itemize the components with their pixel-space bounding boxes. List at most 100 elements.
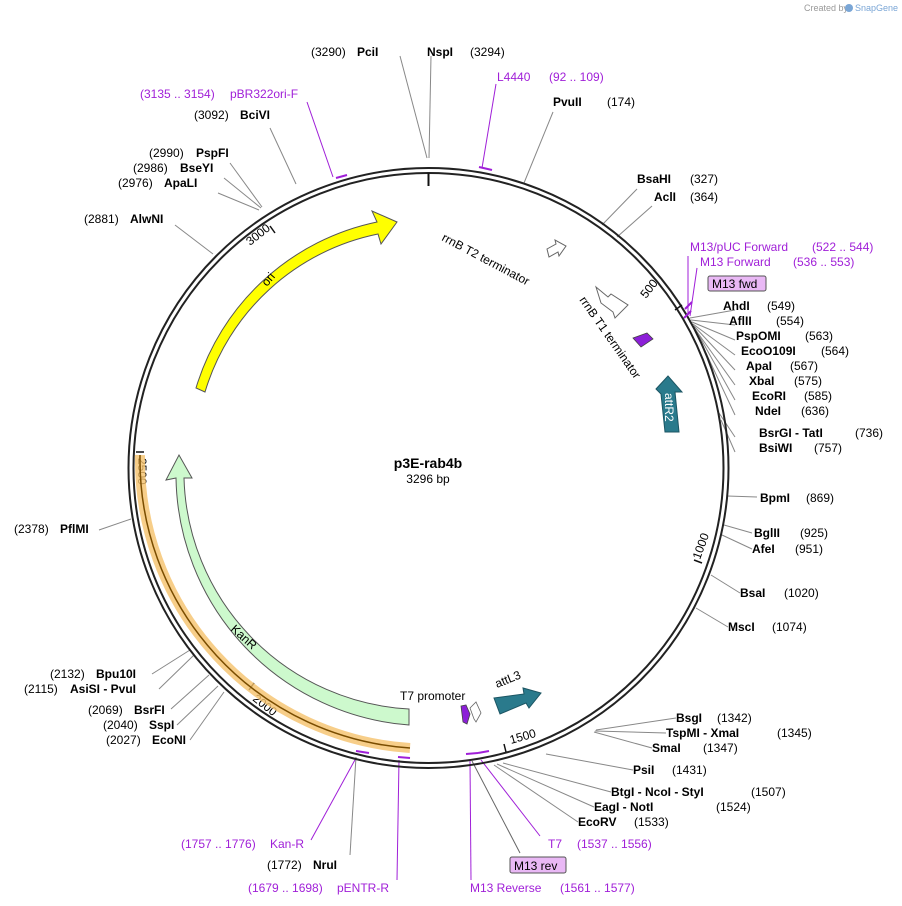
- site-pos: (3294): [470, 45, 505, 59]
- credit-brand: SnapGene: [855, 3, 898, 13]
- site-pos: (1772): [267, 858, 302, 872]
- primer-name: pENTR-R: [337, 881, 389, 895]
- plasmid-name: p3E-rab4b: [394, 455, 462, 471]
- site-name: AfeI: [752, 542, 775, 556]
- site-name: PsiI: [633, 763, 654, 777]
- restriction-sites-left: (3290) PciI NspI (3294) (3092) BciVI (29…: [14, 45, 505, 872]
- site-name: BseYI: [180, 161, 213, 175]
- site-name: EagI - NotI: [594, 800, 653, 814]
- site-pos: (1507): [751, 785, 786, 799]
- site-pos: (3092): [194, 108, 229, 122]
- site-name: BglII: [754, 526, 780, 540]
- site-pos: (2990): [149, 146, 184, 160]
- site-pos: (1345): [777, 726, 812, 740]
- primer-range: (1757 .. 1776): [181, 837, 256, 851]
- attl3-label: attL3: [493, 668, 523, 691]
- site-pos: (2881): [84, 212, 119, 226]
- site-pos: (1431): [672, 763, 707, 777]
- site-name: EcoNI: [152, 733, 186, 747]
- site-pos: (585): [804, 389, 832, 403]
- primer-marks: [335, 166, 693, 759]
- site-name: BsrFI: [134, 703, 165, 717]
- site-pos: (1020): [784, 586, 819, 600]
- site-pos: (2976): [118, 176, 153, 190]
- site-pos: (1533): [634, 815, 669, 829]
- site-name: PspFI: [196, 146, 229, 160]
- tick-label-3000: 3000: [243, 221, 273, 249]
- t7-promoter-arrow: [460, 704, 471, 725]
- site-name: PvuII: [553, 95, 582, 109]
- site-pos: (563): [805, 329, 833, 343]
- primer-labels: L4440 (92 .. 109) (3135 .. 3154) pBR322o…: [140, 70, 873, 895]
- site-pos: (2040): [103, 718, 138, 732]
- site-pos: (2986): [133, 161, 168, 175]
- site-pos: (2115): [24, 682, 58, 696]
- site-pos: (636): [801, 404, 829, 418]
- site-pos: (327): [690, 172, 718, 186]
- primer-name: Kan-R: [270, 837, 304, 851]
- site-pos: (2027): [106, 733, 141, 747]
- site-pos: (925): [800, 526, 828, 540]
- m13-rev-box-leader: [471, 760, 521, 854]
- lac-operator-arrow: [469, 701, 482, 723]
- tick-label-500: 500: [637, 276, 661, 301]
- site-name: BciVI: [240, 108, 270, 122]
- primer-name: M13 Forward: [700, 255, 771, 269]
- site-pos: (1342): [717, 711, 752, 725]
- attr2-label: attR2: [662, 393, 676, 422]
- site-name: AsiSI - PvuI: [70, 682, 136, 696]
- site-pos: (549): [767, 299, 795, 313]
- site-name: BsgI: [676, 711, 702, 725]
- primer-range: (522 .. 544): [812, 240, 873, 254]
- primer-range: (3135 .. 3154): [140, 87, 215, 101]
- site-pos: (1524): [716, 800, 751, 814]
- site-name: Bpu10I: [96, 667, 136, 681]
- site-pos: (736): [855, 426, 883, 440]
- kan-promoter-line: [139, 454, 411, 749]
- site-name: MscI: [728, 620, 755, 634]
- primer-leader-lines: [306, 83, 698, 881]
- site-pos: (869): [806, 491, 834, 505]
- site-name: SmaI: [652, 741, 681, 755]
- m13-rev-box-label: M13 rev: [514, 859, 557, 873]
- site-name: EcoRI: [752, 389, 786, 403]
- site-name: AlwNI: [130, 212, 163, 226]
- site-pos: (1074): [772, 620, 807, 634]
- credit-prefix: Created by: [804, 3, 849, 13]
- primer-name: M13 Reverse: [470, 881, 542, 895]
- site-name: EcoRV: [578, 815, 616, 829]
- m13-rev-box: [509, 856, 567, 874]
- site-pos: (1347): [703, 741, 738, 755]
- primer-range: (92 .. 109): [549, 70, 604, 84]
- site-pos: (2069): [88, 703, 123, 717]
- site-pos: (575): [794, 374, 822, 388]
- site-name: AclI: [654, 190, 676, 204]
- site-leader-lines: [98, 55, 758, 856]
- primer-name: M13/pUC Forward: [690, 240, 788, 254]
- site-name: PflMI: [60, 522, 89, 536]
- site-pos: (2132): [50, 667, 85, 681]
- primer-range: (1537 .. 1556): [577, 837, 652, 851]
- snapgene-logo-icon: [845, 4, 853, 12]
- rrnb-t2-terminator-label: rrnB T2 terminator: [440, 230, 532, 288]
- site-name: BsaI: [740, 586, 765, 600]
- rrnb-t1-terminator-arrow: [595, 285, 629, 319]
- site-name: NruI: [313, 858, 337, 872]
- site-name: TspMI - XmaI: [666, 726, 739, 740]
- primer-range: (536 .. 553): [793, 255, 854, 269]
- site-pos: (2378): [14, 522, 49, 536]
- site-pos: (554): [776, 314, 804, 328]
- m13-fwd-box-label: M13 fwd: [712, 277, 757, 291]
- site-name: BpmI: [760, 491, 790, 505]
- site-name: BsrGI - TatI: [759, 426, 823, 440]
- m13-fwd-feature-arrow: [632, 332, 654, 348]
- m13-fwd-box: [707, 275, 767, 292]
- t7-promoter-label: T7 promoter: [400, 689, 465, 703]
- site-name: SspI: [149, 718, 174, 732]
- site-name: BsiWI: [759, 441, 792, 455]
- restriction-sites-right: PvuII (174) BsaHI (327) AclI (364) AhdI …: [553, 95, 883, 829]
- attl3-arrow: [493, 687, 542, 715]
- site-pos: (757): [814, 441, 842, 455]
